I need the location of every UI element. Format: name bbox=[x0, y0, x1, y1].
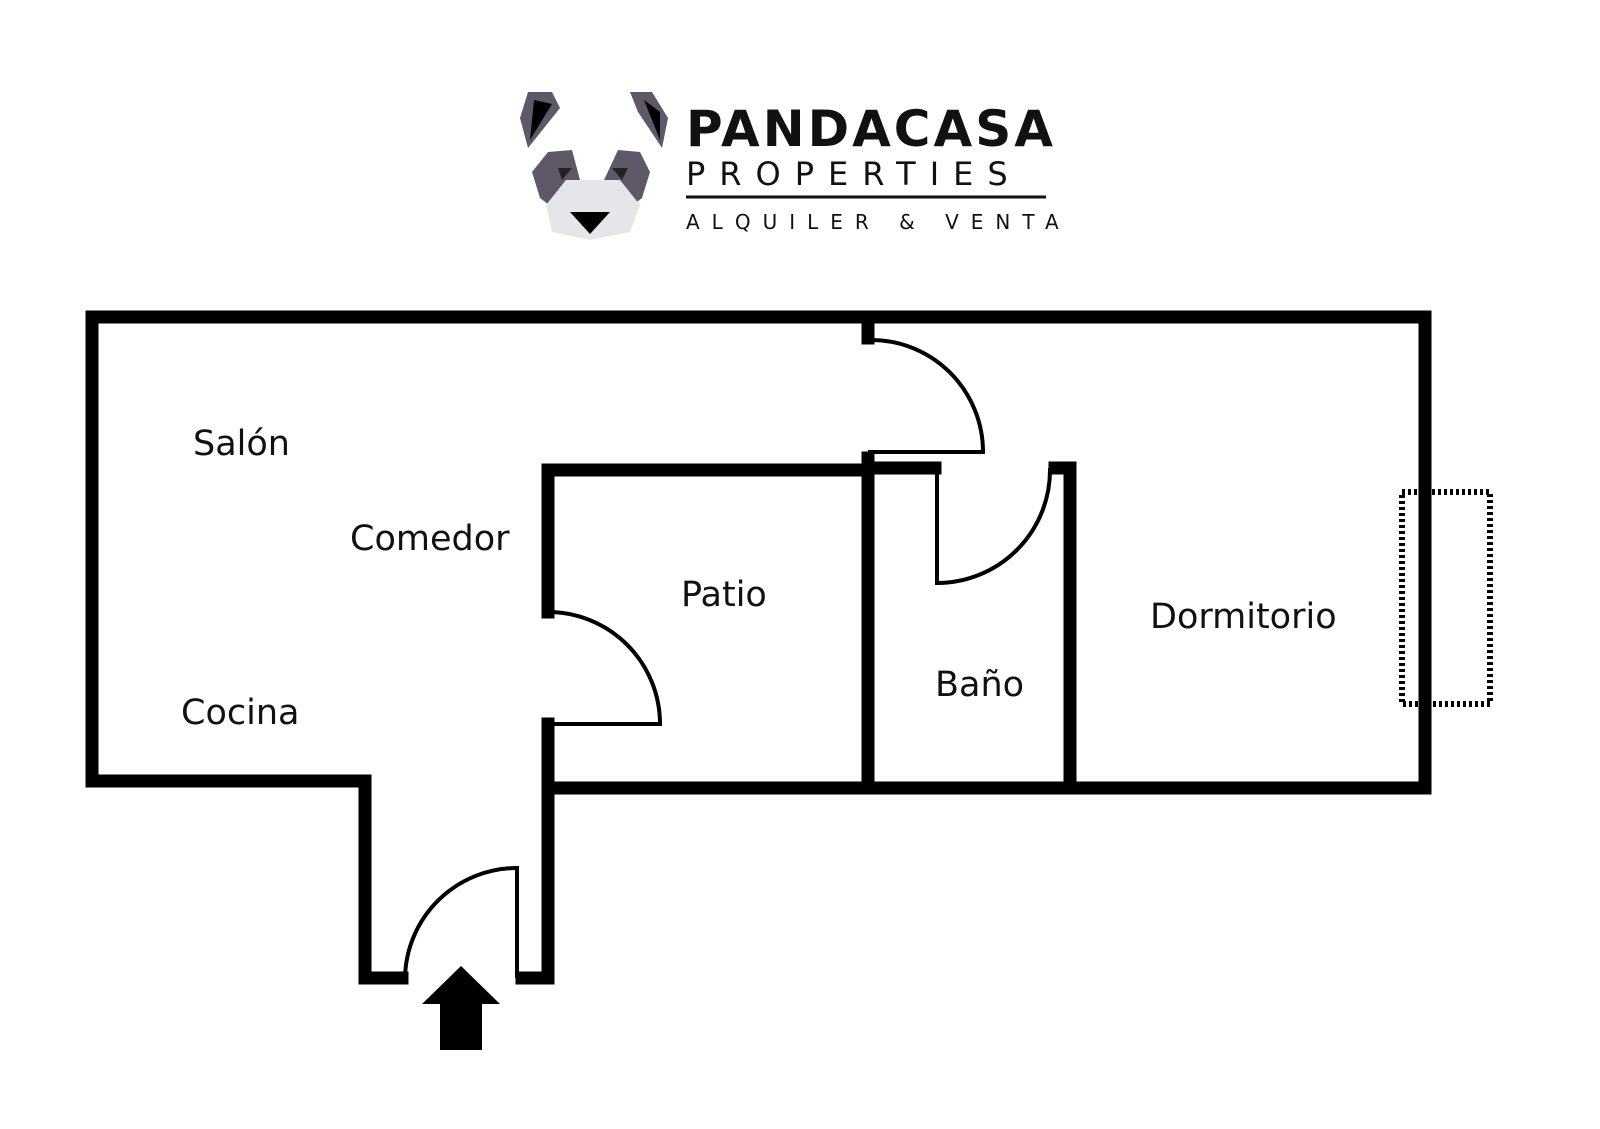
room-label-patio: Patio bbox=[681, 575, 767, 615]
logo-subtitle: PROPERTIES bbox=[686, 155, 1022, 193]
room-label-bano: Baño bbox=[935, 665, 1024, 705]
logo: PANDACASA PROPERTIES ALQUILER & VENTA bbox=[520, 92, 1071, 240]
door-dormitorio bbox=[867, 337, 986, 454]
door-entrance bbox=[403, 865, 519, 979]
entrance-arrow-icon bbox=[422, 966, 500, 1050]
walls bbox=[85, 310, 1432, 985]
door-bano bbox=[935, 467, 1053, 586]
logo-tagline: ALQUILER & VENTA bbox=[686, 210, 1071, 234]
room-label-dormitorio: Dormitorio bbox=[1150, 597, 1337, 637]
panda-logo-icon bbox=[520, 92, 668, 240]
room-label-comedor: Comedor bbox=[350, 519, 510, 559]
window-icon bbox=[1399, 489, 1493, 707]
room-label-salon: Salón bbox=[193, 424, 290, 464]
door-patio bbox=[547, 610, 663, 726]
logo-name: PANDACASA bbox=[686, 100, 1056, 158]
room-label-cocina: Cocina bbox=[181, 693, 299, 733]
